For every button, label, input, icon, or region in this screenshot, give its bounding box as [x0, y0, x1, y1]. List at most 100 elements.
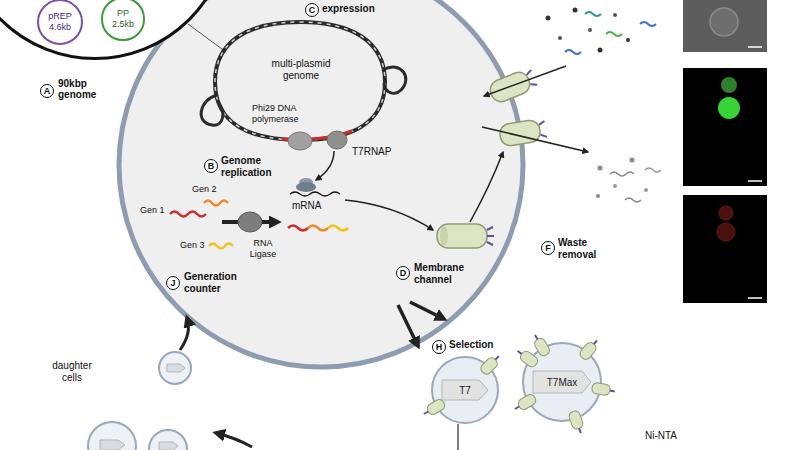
node-heading: 90kbp genome [58, 78, 112, 100]
channel-body [568, 410, 584, 431]
callout-letter: H [432, 340, 446, 354]
particle [585, 12, 601, 16]
annotation-text: Phi29 DNA polymerase [252, 103, 308, 125]
thick-arrow [180, 318, 188, 350]
particle [645, 168, 661, 172]
channel-body [437, 224, 487, 248]
channel-body [516, 393, 537, 412]
step-title: Genome replication [221, 155, 285, 179]
annotation-text: Gen 2 [192, 184, 217, 195]
green-vesicle [721, 77, 737, 93]
his-tag [530, 82, 537, 87]
ribosome [296, 182, 316, 192]
arrow [345, 200, 433, 230]
callout-letter: B [204, 159, 218, 173]
channel-end [440, 226, 448, 246]
particle [546, 16, 551, 21]
particle [626, 38, 630, 42]
daughter-cell [88, 422, 136, 450]
his-tag [594, 340, 597, 344]
node-text-block: T7 [433, 358, 497, 422]
vesicle-channel [578, 337, 601, 362]
particle [640, 22, 656, 26]
zoom-line [188, 24, 226, 52]
arrow [316, 151, 334, 180]
annotation-text: Gen 3 [180, 240, 205, 251]
annotation-text: multi-plasmid genome [264, 58, 338, 82]
particle [625, 198, 641, 202]
vesicle: T7Max [522, 342, 602, 422]
particle [610, 172, 634, 176]
channel-body [479, 356, 500, 377]
daughter-cells [88, 352, 191, 450]
his-tag [487, 242, 493, 245]
node-text-block: 90kbp genome [58, 78, 112, 100]
his-tag [424, 412, 428, 415]
particle [630, 158, 635, 163]
rna-gen3 [209, 244, 233, 249]
ligated-rna [328, 226, 348, 231]
waste-particles [596, 158, 661, 203]
particle [598, 48, 603, 53]
channel-body [578, 341, 598, 362]
annotation-text: Gen 1 [140, 205, 165, 216]
gene-arrow [159, 442, 178, 450]
mrna-strand [290, 192, 340, 196]
ligase-protein [238, 212, 262, 232]
arrow [484, 66, 566, 96]
annotation-text: T7RNAP [352, 146, 391, 158]
t7rnap-protein [327, 131, 347, 149]
his-tag [535, 335, 538, 339]
node-label: T7Max [547, 377, 578, 388]
annotation-text: mRNA [292, 200, 321, 212]
red-vesicle [719, 206, 733, 220]
particle [606, 32, 622, 36]
callout-letter: A [40, 84, 54, 98]
vesicle-channel [514, 346, 539, 368]
node-label: T7 [459, 385, 471, 396]
gene-arrow [167, 364, 185, 372]
his-tag [541, 134, 547, 138]
daughter-cell [159, 352, 191, 384]
ligated-rna [308, 226, 328, 231]
membrane-channel [437, 224, 494, 248]
his-tag [487, 227, 493, 230]
dna-helix [215, 22, 385, 140]
gene-arrow [100, 440, 125, 450]
step-title: Membrane channel [414, 262, 474, 286]
vesicle-channel [591, 382, 616, 397]
channel-body [533, 336, 552, 357]
his-tag [518, 351, 522, 354]
plasmid-circle: PP2.5kb [101, 0, 144, 41]
particle [558, 36, 562, 40]
ligated-rna [288, 226, 308, 231]
thick-arrow [410, 302, 444, 319]
dna-tangle [201, 95, 223, 125]
gene-arrow [442, 380, 488, 400]
red-vesicle [717, 223, 735, 241]
green-vesicle [718, 97, 740, 119]
node-text-block: pREP4.6kb [39, 1, 81, 43]
vesicle-channel [421, 398, 446, 419]
particle [573, 8, 578, 13]
thick-arrow [216, 433, 252, 447]
node-label: pREP [48, 11, 72, 22]
particle [588, 28, 592, 32]
callout-letter: F [541, 241, 555, 255]
vesicle-image [710, 8, 738, 36]
annotation-text: RNA Ligase [242, 238, 284, 260]
step-title: Selection [449, 339, 493, 351]
node-text-block: T7Max [524, 344, 600, 420]
channel-body [591, 382, 611, 396]
micrograph-panels [683, 0, 767, 303]
step-title: expression [322, 3, 375, 15]
particle [596, 194, 600, 198]
node-label: 4.6kb [49, 22, 71, 33]
fluorescence-image [683, 68, 767, 186]
particle [598, 166, 603, 171]
scale-bar [748, 46, 762, 48]
cell-membrane [119, 0, 523, 367]
